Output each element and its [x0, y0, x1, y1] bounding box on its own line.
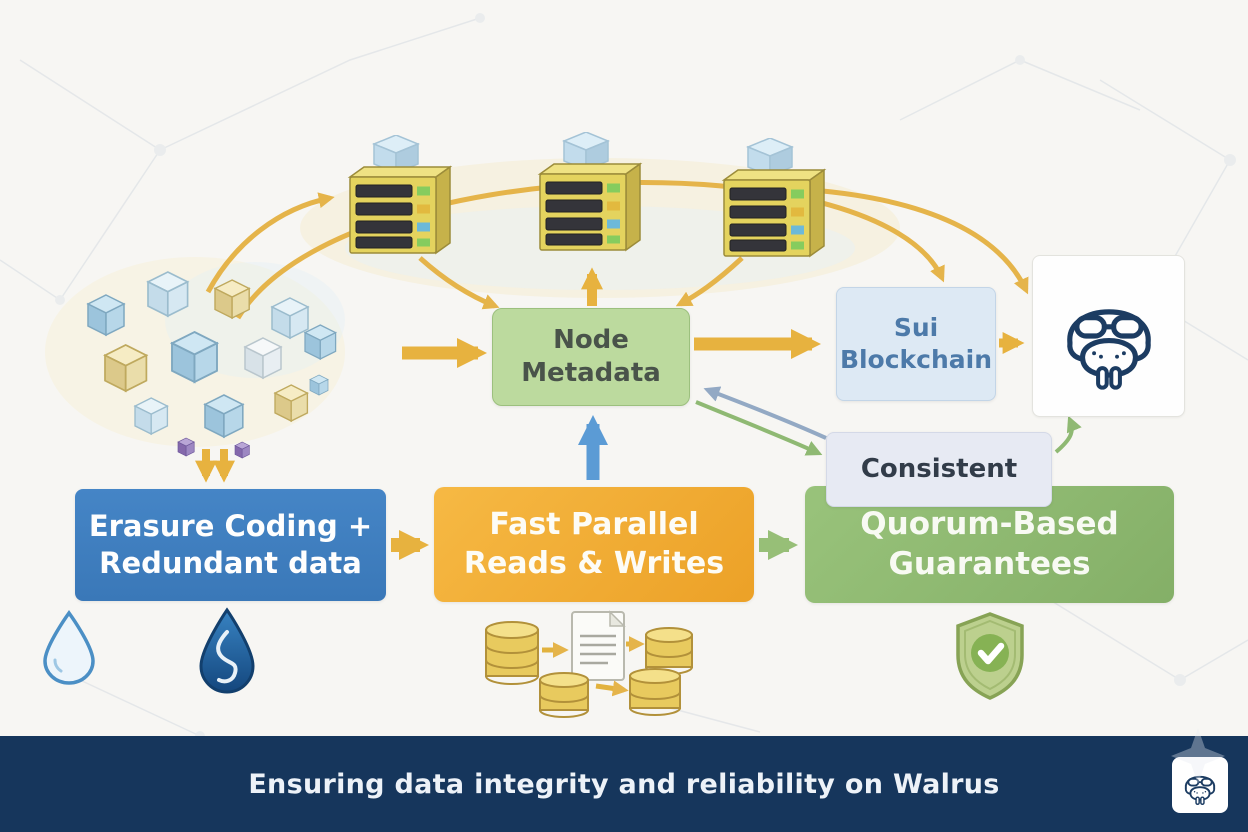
storage-node-icon [723, 138, 825, 257]
walrus-logo-card [1032, 255, 1185, 417]
storage-node-cluster [349, 132, 825, 257]
sui-blockchain-box: Sui Blockchain [836, 287, 996, 401]
fast-parallel-label-line2: Reads & Writes [463, 545, 725, 581]
consistent-label: Consistent [860, 453, 1018, 484]
arrow-right-node-to-metadata [675, 256, 744, 307]
quorum-label-line1: Quorum-Based [860, 505, 1119, 542]
sui-blockchain-label-line2: Blockchain [839, 345, 993, 374]
shield-check-icon [956, 612, 1024, 700]
walrus-logo-icon [1050, 274, 1168, 398]
arrow-consistent-to-walrus [1054, 415, 1082, 454]
erasure-coding-label-line1: Erasure Coding + [88, 508, 373, 543]
water-droplet-icon [43, 610, 95, 685]
node-metadata-label-line2: Metadata [521, 358, 661, 388]
network-mesh-background [0, 13, 1248, 741]
node-metadata-box: Node Metadata [492, 308, 690, 406]
storage-node-icon [349, 135, 451, 254]
sui-blockchain-label-line1: Sui [893, 313, 939, 342]
sui-droplet-icon [199, 607, 255, 694]
replicated-databases-icon [485, 610, 693, 718]
node-metadata-label-line1: Node [553, 324, 629, 355]
fast-parallel-box: Fast Parallel Reads & Writes [434, 487, 754, 602]
arrow-nodes-to-walrus [811, 187, 1029, 295]
arrow-metadata-to-consistent [695, 400, 823, 456]
footer-banner: Ensuring data integrity and reliability … [0, 736, 1248, 832]
footer-walrus-logo [1172, 757, 1228, 813]
footer-caption: Ensuring data integrity and reliability … [248, 768, 1000, 800]
storage-node-icon [539, 132, 641, 251]
erasure-coding-label-line2: Redundant data [99, 546, 362, 580]
arrow-left-node-to-metadata [418, 256, 500, 310]
erasure-coding-box: Erasure Coding + Redundant data [75, 489, 386, 601]
consistent-box: Consistent [826, 432, 1052, 507]
arrow-shards-to-left-node [205, 192, 335, 294]
arrow-consistent-to-metadata [703, 386, 827, 440]
fast-parallel-label-line1: Fast Parallel [489, 507, 699, 543]
walrus-logo-icon [1179, 763, 1221, 808]
erasure-shard-cubes-icon [86, 271, 338, 459]
quorum-label-line2: Guarantees [888, 545, 1091, 582]
